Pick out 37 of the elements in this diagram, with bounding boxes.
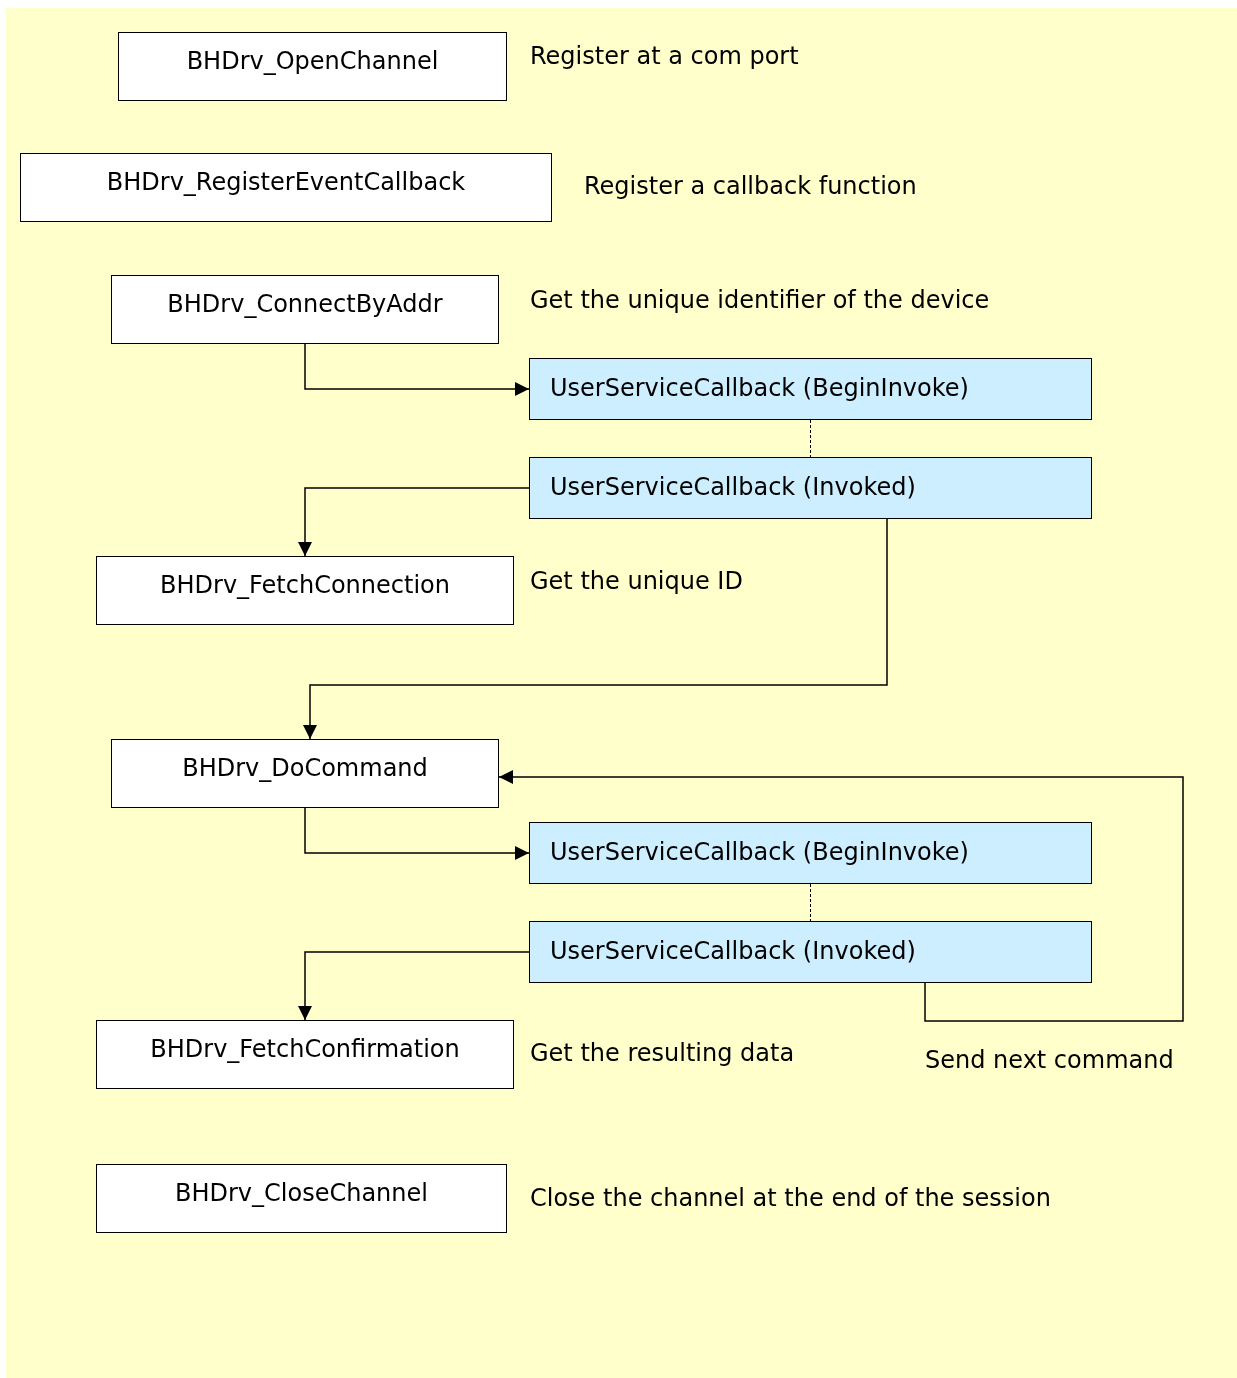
function-box <box>96 1164 507 1233</box>
description-text: Get the resulting data <box>530 1039 795 1067</box>
function-name: UserServiceCallback (BeginInvoke) <box>550 838 969 866</box>
arrow <box>298 951 530 1021</box>
arrow <box>304 343 530 396</box>
function-box <box>96 1020 514 1089</box>
function-name: BHDrv_OpenChannel <box>186 47 439 75</box>
function-box <box>118 32 507 101</box>
function-box <box>20 153 552 222</box>
edge-label: Send next command <box>925 1046 1174 1074</box>
function-name: BHDrv_FetchConfirmation <box>150 1035 460 1063</box>
description-text: Register at a com port <box>530 42 799 70</box>
function-box <box>111 739 499 808</box>
callback-box <box>529 822 1092 884</box>
arrow <box>303 518 888 740</box>
function-name: UserServiceCallback (Invoked) <box>550 937 916 965</box>
description-text: Register a callback function <box>584 172 917 200</box>
callback-box <box>529 358 1092 420</box>
dashed-line <box>810 419 811 458</box>
function-name: BHDrv_RegisterEventCallback <box>106 168 466 196</box>
function-name: BHDrv_DoCommand <box>182 754 428 782</box>
function-box <box>96 556 514 625</box>
callback-box <box>529 457 1092 519</box>
description-text: Get the unique ID <box>530 567 743 595</box>
description-text: Get the unique identifier of the device <box>530 286 990 314</box>
dashed-line <box>810 883 811 922</box>
function-name: BHDrv_ConnectByAddr <box>167 290 443 318</box>
function-name: BHDrv_FetchConnection <box>160 571 450 599</box>
function-name: UserServiceCallback (BeginInvoke) <box>550 374 969 402</box>
arrow <box>304 807 530 860</box>
function-name: BHDrv_CloseChannel <box>175 1179 428 1207</box>
description-text: Close the channel at the end of the session <box>530 1184 1051 1212</box>
function-box <box>111 275 499 344</box>
arrow <box>498 770 1184 1022</box>
arrow <box>298 487 530 557</box>
callback-box <box>529 921 1092 983</box>
function-name: UserServiceCallback (Invoked) <box>550 473 916 501</box>
